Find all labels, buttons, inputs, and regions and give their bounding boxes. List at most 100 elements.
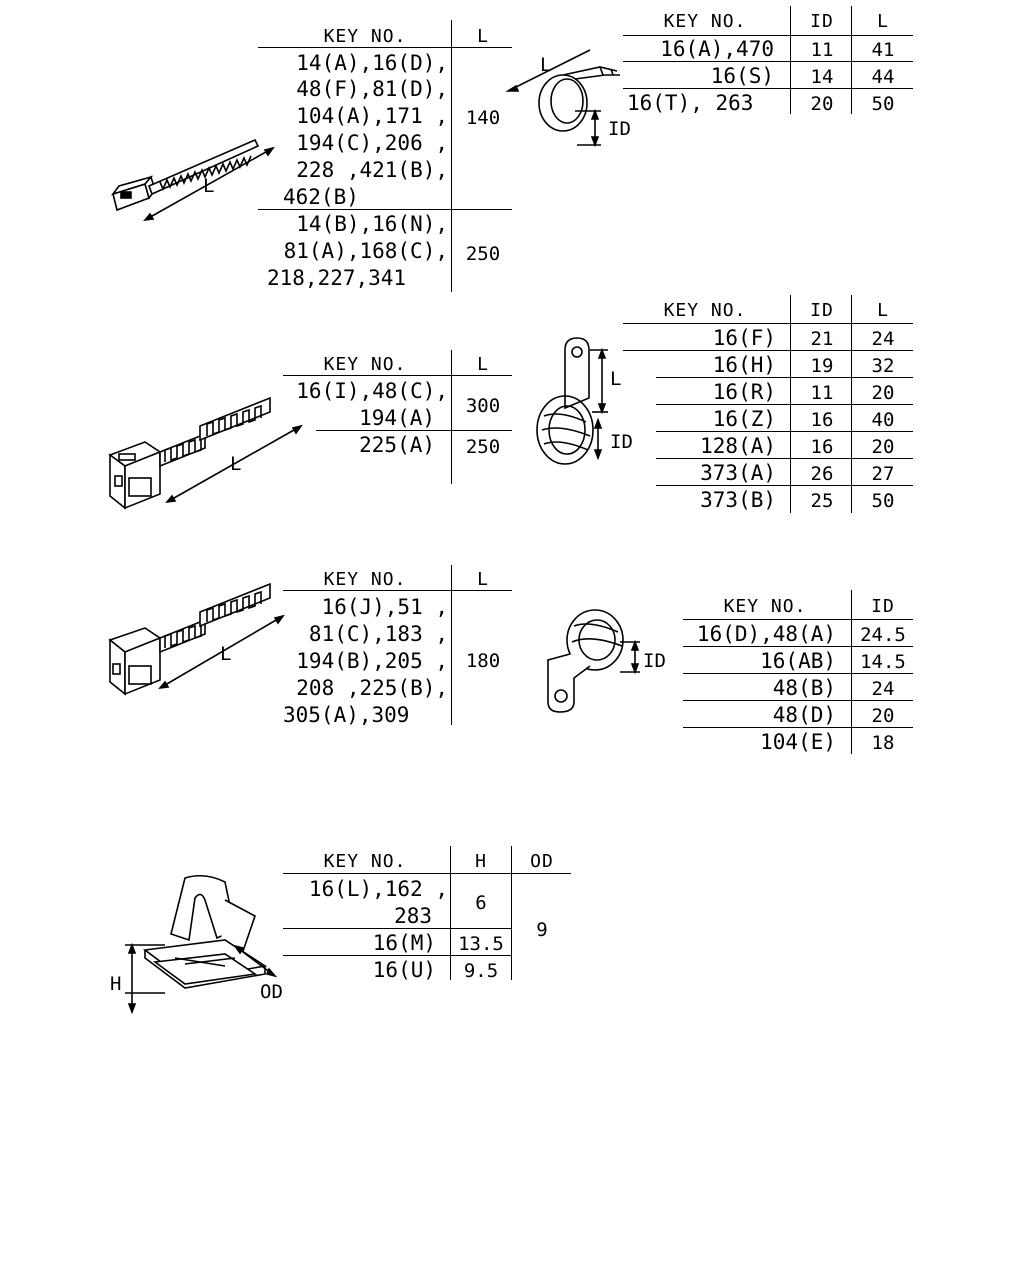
- column-divider: [451, 350, 452, 484]
- table-rule: [683, 673, 913, 674]
- value-cell: 180: [465, 650, 501, 672]
- table-rule: [258, 209, 512, 210]
- header-key-no: KEY NO.: [663, 300, 747, 321]
- table-rule: [656, 485, 913, 486]
- value-cell: 6: [475, 892, 487, 914]
- value-cell: 16: [810, 409, 834, 431]
- key-cell: 16(D),48(A): [696, 622, 836, 646]
- table-rule: [283, 590, 512, 591]
- column-divider: [851, 6, 852, 114]
- dimension-label-l: L: [203, 175, 214, 197]
- key-cell: 128(A): [700, 434, 776, 458]
- key-cell: 208 ,225(B),: [296, 676, 448, 700]
- value-cell: 32: [871, 355, 895, 377]
- header-l: L: [877, 300, 889, 321]
- header-id: ID: [871, 596, 895, 617]
- key-cell: 16(Z): [712, 407, 776, 431]
- cable-tie-mid-drawing: L: [108, 582, 285, 696]
- key-cell: 462(B): [283, 185, 359, 209]
- key-cell: 48(F),81(D),: [296, 77, 448, 101]
- key-cell: 373(B): [700, 488, 776, 512]
- header-l: L: [477, 354, 489, 375]
- column-divider: [451, 565, 452, 725]
- dimension-label-od: OD: [260, 981, 283, 1003]
- header-od: OD: [530, 851, 554, 872]
- key-cell: 14(B),16(N),: [296, 212, 448, 236]
- value-cell: 11: [810, 39, 834, 61]
- key-cell: 16(T), 263: [627, 91, 754, 115]
- key-cell: 16(A),470: [660, 37, 774, 61]
- dimension-label-l: L: [610, 368, 621, 390]
- key-cell: 16(L),162 ,: [308, 877, 448, 901]
- key-cell: 81(A),168(C),: [283, 239, 448, 263]
- value-cell: 44: [871, 66, 895, 88]
- table-rule: [623, 350, 913, 351]
- value-cell: 27: [871, 463, 895, 485]
- value-cell: 14: [810, 66, 834, 88]
- key-cell: 14(A),16(D),: [296, 51, 448, 75]
- dimension-label-id: ID: [608, 118, 631, 140]
- header-id: ID: [810, 300, 834, 321]
- value-cell: 16: [810, 436, 834, 458]
- column-divider: [450, 846, 451, 980]
- dimension-label-l: L: [220, 643, 231, 665]
- value-cell: 300: [465, 395, 501, 417]
- header-key-no: KEY NO.: [323, 354, 407, 375]
- key-cell: 194(C),206 ,: [296, 131, 448, 155]
- value-cell: 40: [871, 409, 895, 431]
- value-cell: 13.5: [458, 933, 504, 955]
- header-key-no: KEY NO.: [323, 851, 407, 872]
- table-rule: [316, 430, 512, 431]
- key-cell: 104(A),171 ,: [296, 104, 448, 128]
- dimension-label-l: L: [540, 54, 551, 76]
- value-cell: 41: [871, 39, 895, 61]
- value-cell: 20: [810, 93, 834, 115]
- dimension-label-h: H: [110, 973, 121, 995]
- table-rule: [623, 61, 913, 62]
- header-key-no: KEY NO.: [323, 569, 407, 590]
- key-cell: 228 ,421(B),: [296, 158, 448, 182]
- header-l: L: [877, 11, 889, 32]
- value-cell: 26: [810, 463, 834, 485]
- key-cell: 16(R): [712, 380, 776, 404]
- table-rule: [258, 47, 512, 48]
- key-cell: 194(B),205 ,: [296, 649, 448, 673]
- cable-tie-long-drawing: L: [108, 396, 303, 510]
- table-rule: [656, 404, 913, 405]
- key-cell: 283: [394, 904, 432, 928]
- key-cell: 81(C),183 ,: [308, 622, 448, 646]
- clamp-p-drawing: ID: [547, 609, 666, 713]
- value-cell: 50: [871, 93, 895, 115]
- value-cell: 20: [871, 436, 895, 458]
- key-cell: 16(AB): [760, 649, 836, 673]
- key-cell: 16(F): [712, 326, 776, 350]
- clamp-tab-drawing: L ID: [536, 337, 633, 465]
- table-rule: [283, 955, 511, 956]
- table-rule: [683, 646, 913, 647]
- value-cell: 24: [871, 678, 895, 700]
- table-rule: [283, 928, 511, 929]
- key-cell: 16(J),51 ,: [321, 595, 448, 619]
- header-key-no: KEY NO.: [663, 11, 747, 32]
- key-cell: 16(H): [712, 353, 776, 377]
- dimension-label-id: ID: [610, 431, 633, 453]
- value-cell: 9.5: [463, 960, 499, 982]
- table-rule: [683, 700, 913, 701]
- table-rule: [656, 431, 913, 432]
- value-cell: 11: [810, 382, 834, 404]
- key-cell: 225(A): [359, 433, 435, 457]
- key-cell: 194(A): [359, 406, 435, 430]
- header-id: ID: [810, 11, 834, 32]
- cable-tie-short-drawing: L: [110, 138, 275, 222]
- table-rule: [623, 35, 913, 36]
- header-key-no: KEY NO.: [723, 596, 807, 617]
- column-divider: [511, 846, 512, 980]
- clamp-ring-drawing: L ID: [505, 49, 631, 148]
- dimension-label-id: ID: [643, 650, 666, 672]
- key-cell: 218,227,341: [267, 266, 407, 290]
- column-divider: [790, 6, 791, 114]
- header-l: L: [477, 569, 489, 590]
- table-rule: [623, 88, 913, 89]
- key-cell: 16(I),48(C),: [296, 379, 448, 403]
- value-cell: 24: [871, 328, 895, 350]
